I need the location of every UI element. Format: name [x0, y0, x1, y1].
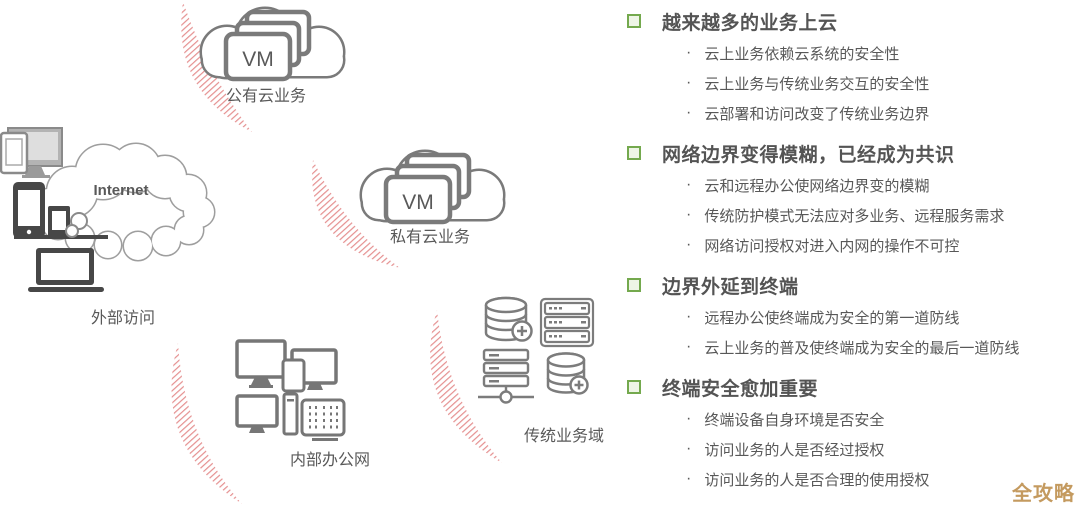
bullet-text: 终端设备自身环境是否安全 [704, 411, 885, 429]
dot-bullet-icon: · [686, 206, 692, 223]
database-plus-icon-2 [546, 352, 589, 395]
dot-bullet-icon: · [686, 470, 692, 487]
dot-bullet-icon: · [686, 410, 692, 427]
dot-bullet-icon: · [686, 44, 692, 61]
bullet-text: 远程办公使终端成为安全的第一道防线 [704, 309, 960, 327]
bullet-item: · 访问业务的人是否合理的使用授权 [627, 464, 1077, 494]
watermark-text: 全攻略 [1012, 483, 1075, 505]
section-heading: 越来越多的业务上云 [662, 12, 838, 34]
network-server-icon [478, 348, 534, 404]
section-heading-row: 边界外延到终端 [627, 268, 1077, 302]
public-cloud-label: 公有云业务 [226, 87, 306, 105]
dot-bullet-icon: · [686, 74, 692, 91]
traditional-domain-icons [478, 296, 595, 404]
dot-bullet-icon: · [686, 176, 692, 193]
bullet-item: · 远程办公使终端成为安全的第一道防线 [627, 302, 1077, 332]
dot-bullet-icon: · [686, 338, 692, 355]
bullet-text: 云和远程办公使网络边界变的模糊 [704, 177, 930, 195]
external-access-label: 外部访问 [91, 309, 155, 327]
green-square-bullet-icon [627, 14, 641, 28]
monitor-with-phone-icon [281, 348, 338, 393]
external-devices [0, 127, 108, 292]
internet-cloud-fill [33, 144, 214, 260]
bullet-item: · 云上业务与传统业务交互的安全性 [627, 68, 1077, 98]
green-square-bullet-icon [627, 380, 641, 394]
section-heading-row: 终端安全愈加重要 [627, 370, 1077, 404]
section-heading: 边界外延到终端 [662, 276, 799, 298]
bullet-text: 访问业务的人是否合理的使用授权 [704, 471, 930, 489]
database-plus-icon [484, 296, 533, 342]
section-heading-row: 越来越多的业务上云 [627, 4, 1077, 38]
bullet-item: · 传统防护模式无法应对多业务、远程服务需求 [627, 200, 1077, 230]
boundary-arc-top [181, 2, 252, 132]
section-endpoint-security: 终端安全愈加重要 · 终端设备自身环境是否安全 · 访问业务的人是否经过授权 ·… [627, 370, 1077, 494]
traditional-domain-label: 传统业务域 [524, 427, 604, 445]
boundary-arc-bottom-right [430, 310, 502, 463]
server-rack-icon [539, 297, 595, 348]
green-square-bullet-icon [627, 146, 641, 160]
bullet-text: 云部署和访问改变了传统业务边界 [704, 105, 930, 123]
dot-bullet-icon: · [686, 440, 692, 457]
blurred-boundary-arcs [171, 2, 502, 504]
internal-network-label: 内部办公网 [290, 451, 370, 469]
bullet-item: · 访问业务的人是否经过授权 [627, 434, 1077, 464]
vm-stack [223, 9, 312, 82]
monitor-with-tower-icon [235, 392, 299, 436]
hand-holding-phone-icon [48, 206, 88, 238]
boundary-arc-bottom-left [171, 343, 242, 504]
section-cloud-migration: 越来越多的业务上云 · 云上业务依赖云系统的安全性 · 云上业务与传统业务交互的… [627, 4, 1077, 128]
bullet-text: 云上业务与传统业务交互的安全性 [704, 75, 930, 93]
bullet-text: 云上业务的普及使终端成为安全的最后一道防线 [704, 339, 1020, 357]
bullet-item: · 云上业务的普及使终端成为安全的最后一道防线 [627, 332, 1077, 362]
vm-label: VM [402, 191, 434, 214]
code-terminal-icon [300, 398, 346, 441]
bullet-text: 网络访问授权对进入内网的操作不可控 [704, 237, 960, 255]
green-square-bullet-icon [627, 278, 641, 292]
private-cloud-icon: VM [359, 149, 506, 225]
dot-bullet-icon: · [686, 236, 692, 253]
public-cloud-icon: VM [199, 6, 346, 82]
section-heading: 终端安全愈加重要 [662, 378, 819, 400]
section-blurred-boundary: 网络边界变得模糊，已经成为共识 · 云和远程办公使网络边界变的模糊 · 传统防护… [627, 136, 1077, 260]
dot-bullet-icon: · [686, 104, 692, 121]
internet-label: Internet [93, 182, 148, 199]
bullet-item: · 网络访问授权对进入内网的操作不可控 [627, 230, 1077, 260]
section-heading-row: 网络边界变得模糊，已经成为共识 [627, 136, 1077, 170]
section-boundary-to-endpoint: 边界外延到终端 · 远程办公使终端成为安全的第一道防线 · 云上业务的普及使终端… [627, 268, 1077, 362]
bullet-item: · 终端设备自身环境是否安全 [627, 404, 1077, 434]
bullet-item: · 云部署和访问改变了传统业务边界 [627, 98, 1077, 128]
bullet-item: · 云上业务依赖云系统的安全性 [627, 38, 1077, 68]
desktop-monitor-icon [235, 339, 287, 388]
bullet-text: 访问业务的人是否经过授权 [704, 441, 885, 459]
boundary-arc-middle [312, 160, 400, 268]
smartphone-icon [13, 182, 45, 238]
bullet-text: 传统防护模式无法应对多业务、远程服务需求 [704, 207, 1005, 225]
laptop-icon [28, 248, 104, 292]
bullet-item: · 云和远程办公使网络边界变的模糊 [627, 170, 1077, 200]
dot-bullet-icon: · [686, 308, 692, 325]
section-heading: 网络边界变得模糊，已经成为共识 [662, 144, 955, 166]
bullet-text: 云上业务依赖云系统的安全性 [704, 45, 900, 63]
private-cloud-label: 私有云业务 [390, 228, 470, 246]
vm-label: VM [242, 48, 274, 71]
internal-office-devices [235, 339, 346, 441]
vm-stack [383, 152, 472, 225]
key-points-panel: 越来越多的业务上云 · 云上业务依赖云系统的安全性 · 云上业务与传统业务交互的… [627, 4, 1077, 502]
monitor-tablet-icon [0, 127, 63, 178]
network-boundary-diagram: Internet [0, 2, 604, 504]
